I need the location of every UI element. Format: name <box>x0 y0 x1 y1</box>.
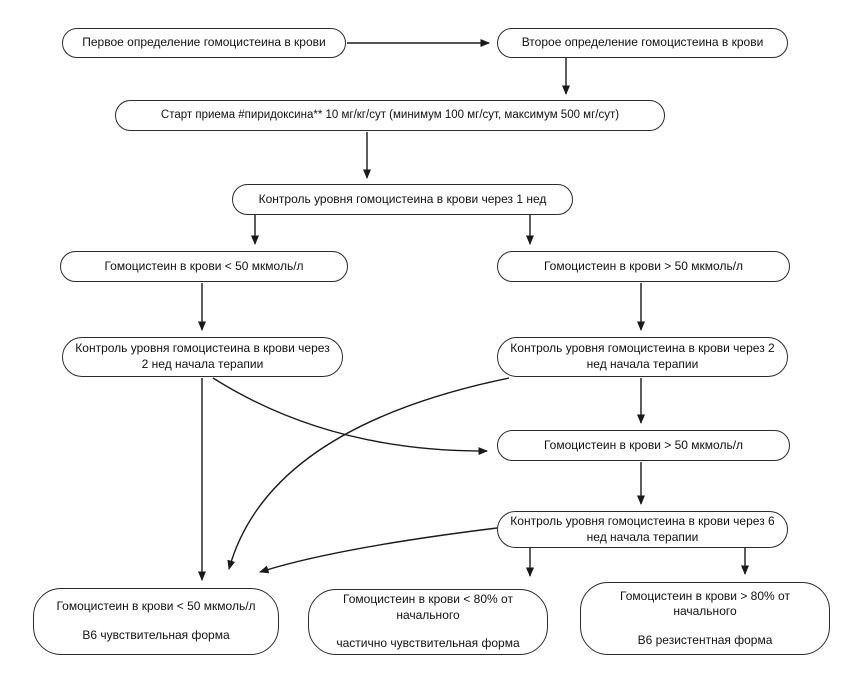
node-b6-sensitive-form: Гомоцистеин в крови < 50 мкмоль/л В6 чув… <box>33 588 279 655</box>
node-label: Гомоцистеин в крови < 50 мкмоль/л <box>56 599 256 614</box>
node-label: Контроль уровня гомоцистеина в крови чер… <box>75 341 330 371</box>
node-b6-resistant-form: Гомоцистеин в крови > 80% от начального … <box>580 582 830 655</box>
node-sublabel: частично чувствительная форма <box>336 636 520 651</box>
node-label: Гомоцистеин в крови < 80% от начального <box>343 592 513 622</box>
node-control-2-weeks-left: Контроль уровня гомоцистеина в крови чер… <box>62 337 343 377</box>
node-control-6-weeks: Контроль уровня гомоцистеина в крови чер… <box>497 511 788 548</box>
node-hcy-above-50: Гомоцистеин в крови > 50 мкмоль/л <box>497 251 790 282</box>
node-label: Старт приема #пиридоксина** 10 мг/кг/сут… <box>160 109 620 122</box>
node-sublabel: В6 резистентная форма <box>637 632 773 647</box>
node-first-homocysteine-test: Первое определение гомоцистеина в крови <box>62 28 346 58</box>
node-sublabel: В6 чувствительная форма <box>82 628 230 642</box>
node-label: Контроль уровня гомоцистеина в крови чер… <box>510 341 775 371</box>
node-label: Гомоцистеин в крови > 50 мкмоль/л <box>543 258 744 273</box>
node-label: Контроль уровня гомоцистеина в крови чер… <box>510 513 775 544</box>
node-label: Гомоцистеин в крови < 50 мкмоль/л <box>104 258 304 273</box>
node-label: Гомоцистеин в крови > 80% от начального <box>620 588 790 619</box>
node-partially-sensitive-form: Гомоцистеин в крови < 80% от начального … <box>308 589 548 655</box>
node-second-homocysteine-test: Второе определение гомоцистеина в крови <box>497 28 788 58</box>
node-label: Контроль уровня гомоцистеина в крови чер… <box>258 191 547 206</box>
arrow-control2w-left-to-above50-2w <box>212 377 488 456</box>
node-hcy-above-50-after-2-weeks: Гомоцистеин в крови > 50 мкмоль/л <box>497 430 790 461</box>
node-label: Гомоцистеин в крови > 50 мкмоль/л <box>543 437 744 452</box>
node-label: Второе определение гомоцистеина в крови <box>521 35 764 50</box>
node-hcy-below-50: Гомоцистеин в крови < 50 мкмоль/л <box>60 251 348 282</box>
node-control-2-weeks-right: Контроль уровня гомоцистеина в крови чер… <box>497 337 788 377</box>
node-control-1-week: Контроль уровня гомоцистеина в крови чер… <box>232 184 573 215</box>
node-label: Первое определение гомоцистеина в крови <box>82 35 326 50</box>
arrow-control2w-right-to-b6sensitive <box>227 377 510 570</box>
node-start-pyridoxine: Старт приема #пиридоксина** 10 мг/кг/сут… <box>115 100 665 131</box>
arrow-control6w-to-b6sensitive <box>259 527 498 574</box>
